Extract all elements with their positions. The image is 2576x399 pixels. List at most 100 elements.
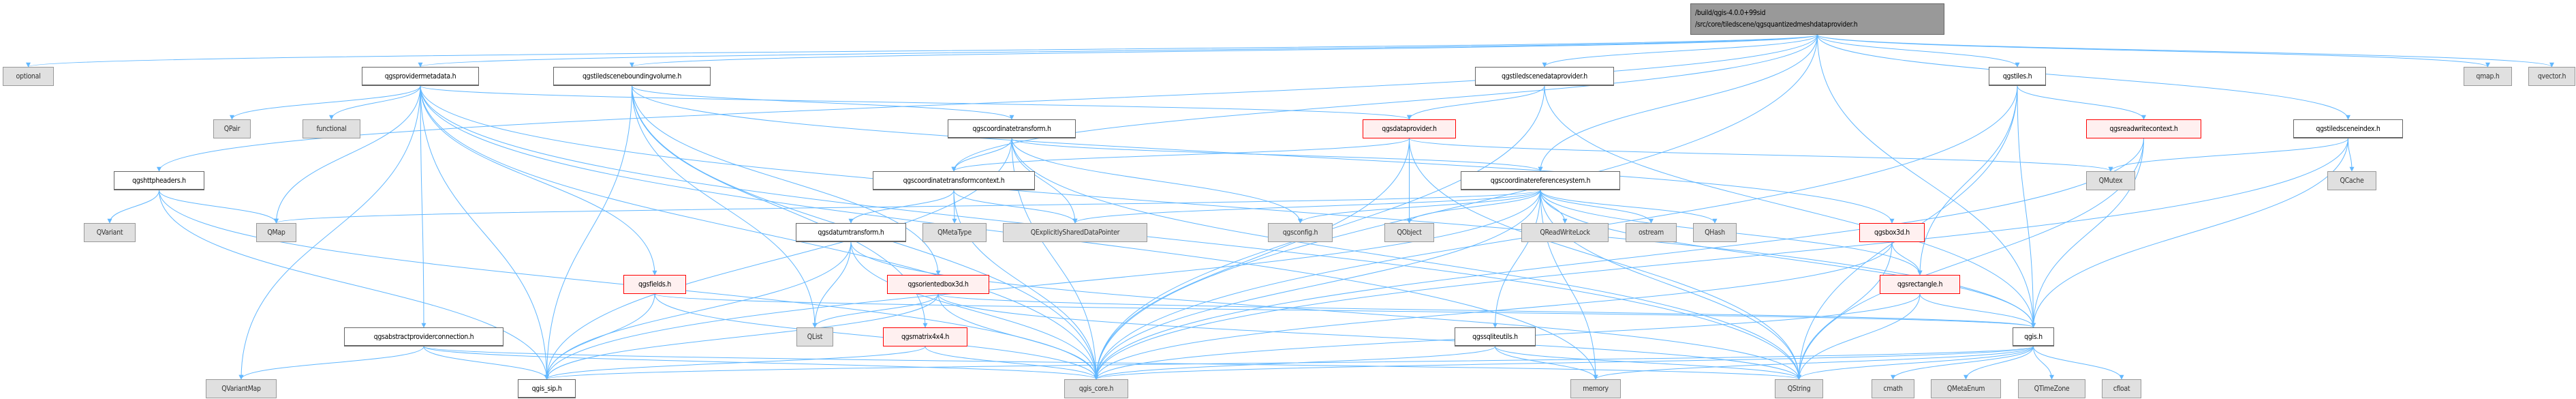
- node-memory[interactable]: memory: [1570, 379, 1621, 398]
- node-label: QCache: [2340, 177, 2364, 185]
- node-tiles[interactable]: qgstiles.h: [1989, 67, 2046, 86]
- edge-readwritecontext-to-qgish: [2031, 138, 2144, 328]
- node-fields[interactable]: qgsfields.h: [623, 275, 686, 294]
- node-functional[interactable]: functional: [302, 119, 360, 138]
- node-label: qgsfields.h: [638, 280, 671, 289]
- edge-tsindex-to-QMutex: [2108, 138, 2348, 172]
- node-datumtransform[interactable]: qgsdatumtransform.h: [796, 223, 906, 242]
- node-ostream[interactable]: ostream: [1626, 223, 1677, 242]
- node-providermetadata[interactable]: qgsprovidermetadata.h: [362, 67, 479, 86]
- node-ctcontext[interactable]: qgscoordinatetransformcontext.h: [873, 171, 1035, 190]
- node-QVariant[interactable]: QVariant: [84, 223, 136, 242]
- node-config[interactable]: qgsconfig.h: [1268, 223, 1333, 242]
- node-label: QMetaEnum: [1946, 385, 1985, 393]
- edge-main-to-tsdataprovider: [1542, 34, 1818, 68]
- node-label: qgshttpheaders.h: [132, 176, 186, 185]
- edge-qgish-to-qgis_sip: [544, 346, 2034, 380]
- edge-box3d-to-qgis_core: [1093, 241, 1893, 380]
- edge-coordtransform-to-config: [1011, 138, 1303, 224]
- edge-qgish-to-QString: [1797, 346, 2034, 380]
- edge-matrix4x4-to-qgis_core: [925, 346, 1099, 380]
- node-cmath[interactable]: cmath: [1872, 379, 1914, 398]
- node-matrix4x4[interactable]: qgsmatrix4x4.h: [883, 327, 967, 346]
- node-QCache[interactable]: QCache: [2327, 171, 2376, 190]
- node-QTimeZone[interactable]: QTimeZone: [2018, 379, 2085, 398]
- node-boundingvolume[interactable]: qgstiledsceneboundingvolume.h: [553, 67, 711, 86]
- edge-rectangle-to-qgish: [1919, 293, 2036, 328]
- node-label: /build/qgis-4.0.0+99sid: [1695, 9, 1766, 17]
- node-label: QMetaType: [937, 228, 972, 237]
- node-box3d[interactable]: qgsbox3d.h: [1859, 223, 1925, 242]
- node-QString[interactable]: QString: [1775, 379, 1823, 398]
- edge-orientedbox3d-to-QString: [937, 293, 1801, 380]
- node-qgis_sip[interactable]: qgis_sip.h: [518, 379, 576, 398]
- edge-coordtransform-to-QString: [1011, 138, 1801, 380]
- edge-dataprovider-to-ctcontext: [951, 138, 1410, 172]
- node-crs[interactable]: qgscoordinatereferencesystem.h: [1461, 171, 1620, 190]
- node-coordtransform[interactable]: qgscoordinatetransform.h: [948, 119, 1076, 138]
- node-sqliteutils[interactable]: qgssqliteutils.h: [1455, 327, 1536, 346]
- node-abstractconn[interactable]: qgsabstractproviderconnection.h: [344, 327, 503, 346]
- node-label: qgscoordinatereferencesystem.h: [1490, 176, 1591, 185]
- node-readwritecontext[interactable]: qgsreadwritecontext.h: [2086, 119, 2201, 138]
- edge-providermetadata-to-QVariantMap: [238, 85, 421, 380]
- edge-orientedbox3d-to-qgis_core: [937, 293, 1099, 380]
- node-dataprovider[interactable]: qgsdataprovider.h: [1363, 119, 1456, 138]
- edge-crs-to-qgis_core: [1093, 190, 1541, 380]
- edge-fields-to-qgis_sip: [544, 293, 655, 380]
- edge-main-to-qgis_core: [1093, 34, 1818, 380]
- edge-providermetadata-to-functional: [329, 85, 421, 120]
- node-orientedbox3d[interactable]: qgsorientedbox3d.h: [887, 275, 989, 294]
- node-label: cfloat: [2113, 385, 2130, 393]
- node-qmaph[interactable]: qmap.h: [2464, 67, 2512, 86]
- node-optional[interactable]: optional: [3, 67, 54, 86]
- node-qvectorh[interactable]: qvector.h: [2528, 67, 2575, 86]
- node-QVariantMap[interactable]: QVariantMap: [206, 379, 277, 398]
- node-label: QMutex: [2098, 177, 2123, 185]
- edge-dataprovider-to-qgis_core: [1093, 138, 1410, 380]
- node-qgish[interactable]: qgis.h: [2013, 327, 2054, 346]
- edge-boundingvolume-to-QList: [632, 85, 818, 328]
- node-QReadWriteLock[interactable]: QReadWriteLock: [1521, 223, 1609, 242]
- edge-readwritecontext-to-qgis_core: [1093, 138, 2144, 380]
- edge-main-to-boundingvolume: [630, 34, 1818, 68]
- edge-qgish-to-cmath: [1891, 346, 2034, 380]
- node-label: QList: [807, 333, 823, 341]
- node-QHash[interactable]: QHash: [1693, 223, 1737, 242]
- node-tsdataprovider[interactable]: qgstiledscenedataprovider.h: [1475, 67, 1614, 86]
- edge-orientedbox3d-to-qgish: [937, 293, 2036, 328]
- edge-tsindex-to-QCache: [2348, 138, 2355, 172]
- edge-abstractconn-to-QVariantMap: [238, 346, 424, 380]
- node-label: qgsconfig.h: [1282, 228, 1318, 237]
- edge-crs-to-QESDP: [1072, 190, 1541, 224]
- node-QMutex[interactable]: QMutex: [2086, 171, 2135, 190]
- edge-main-to-crs: [1538, 34, 1818, 172]
- node-label: /src/core/tiledscene/qgsquantizedmeshdat…: [1695, 20, 1858, 29]
- node-qgis_core[interactable]: qgis_core.h: [1064, 379, 1128, 398]
- node-QESDP[interactable]: QExplicitlySharedDataPointer: [1003, 223, 1147, 242]
- node-QMap[interactable]: QMap: [256, 223, 296, 242]
- node-QMetaType[interactable]: QMetaType: [922, 223, 987, 242]
- edge-httpheaders-to-qgis_sip: [159, 190, 549, 380]
- node-label: qgsrectangle.h: [1897, 280, 1943, 289]
- edge-crs-to-QMap: [274, 190, 1541, 224]
- node-QObject[interactable]: QObject: [1384, 223, 1434, 242]
- edge-boundingvolume-to-qgis_sip: [544, 85, 632, 380]
- edge-main-to-tiles: [1817, 34, 2020, 68]
- node-label: QObject: [1397, 228, 1422, 237]
- node-QPair[interactable]: QPair: [213, 119, 251, 138]
- node-tsindex[interactable]: qgstiledsceneindex.h: [2293, 119, 2403, 138]
- node-label: QVariantMap: [221, 385, 261, 393]
- edge-crs-to-sqliteutils: [1493, 190, 1541, 328]
- node-httpheaders[interactable]: qgshttpheaders.h: [114, 171, 204, 190]
- edge-httpheaders-to-QMap: [159, 190, 279, 224]
- node-main[interactable]: /build/qgis-4.0.0+99sid/src/core/tiledsc…: [1690, 3, 1944, 35]
- node-label: qgsmatrix4x4.h: [901, 333, 950, 341]
- node-QMetaEnum[interactable]: QMetaEnum: [1931, 379, 2001, 398]
- node-rectangle[interactable]: qgsrectangle.h: [1880, 275, 1960, 294]
- node-label: qgssqliteutils.h: [1472, 332, 1518, 341]
- node-label: qgstiledscenedataprovider.h: [1502, 72, 1587, 80]
- edge-abstractconn-to-qgis_core: [423, 346, 1099, 380]
- node-cfloat[interactable]: cfloat: [2102, 379, 2141, 398]
- node-QList[interactable]: QList: [796, 327, 833, 346]
